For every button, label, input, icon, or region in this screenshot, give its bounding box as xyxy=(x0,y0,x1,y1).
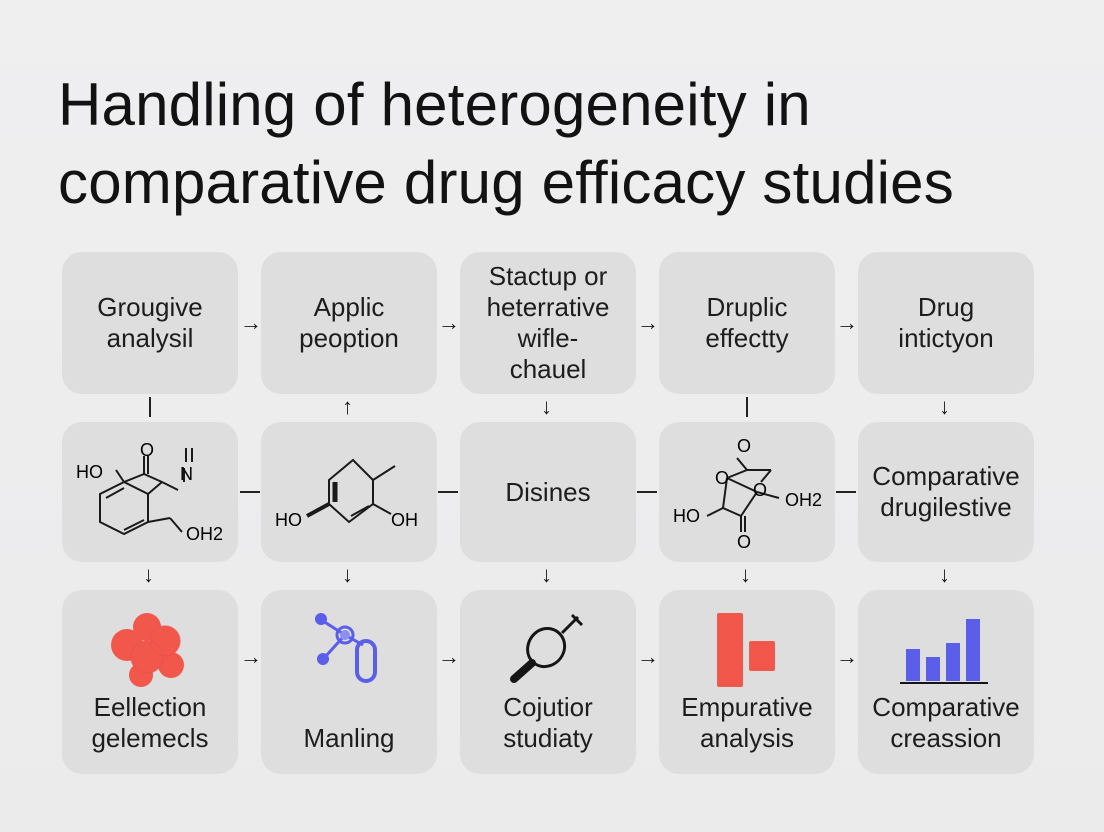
chem-label-ho: HO xyxy=(76,462,103,482)
chem-label-ho: HO xyxy=(275,510,302,530)
title-line-2: comparative drug efficacy studies xyxy=(58,149,954,216)
arrow-down-icon: ↓ xyxy=(740,562,751,587)
chem-label-ho: HO xyxy=(673,506,700,526)
arrow-down-icon: ↓ xyxy=(143,562,154,587)
chem-label-oh: OH xyxy=(391,510,418,530)
connector-line xyxy=(149,397,151,417)
arrow-right-icon: → xyxy=(637,310,659,335)
card-label: Disines xyxy=(505,476,591,507)
arrow-right-icon: → xyxy=(240,644,262,669)
arrow-up-icon: ↑ xyxy=(342,394,353,419)
connector-line xyxy=(240,491,260,493)
red-cell-cluster-icon xyxy=(62,602,238,698)
card-manling: Manling xyxy=(261,590,437,774)
page-title: Handling of heterogeneity in comparative… xyxy=(58,66,954,222)
red-bars-icon xyxy=(659,602,835,698)
arrow-down-icon: ↓ xyxy=(541,562,552,587)
molecule-node-icon xyxy=(261,602,437,698)
arrow-right-icon: → xyxy=(637,644,659,669)
bar-chart-icon xyxy=(858,602,1034,698)
arrow-down-icon: ↓ xyxy=(541,394,552,419)
magnifier-icon xyxy=(460,602,636,698)
chem-label-oh2: OH2 xyxy=(186,524,223,544)
card-disines: Disines xyxy=(460,422,636,562)
arrow-down-icon: ↓ xyxy=(342,562,353,587)
card-label: Manling xyxy=(303,723,395,753)
chem-label-o: O xyxy=(737,436,751,456)
connector-line xyxy=(438,491,458,493)
arrow-right-icon: → xyxy=(438,644,460,669)
card-chem-structure-1: O N HO OH2 xyxy=(62,422,238,562)
chem-label-oh2: OH2 xyxy=(785,490,822,510)
arrow-right-icon: → xyxy=(836,644,858,669)
arrow-down-icon: ↓ xyxy=(939,394,950,419)
chem-label-o: O xyxy=(715,468,729,488)
chem-label-o: O xyxy=(737,532,751,552)
card-chem-structure-2: HO OH xyxy=(261,422,437,562)
chem-label-o: O xyxy=(753,480,767,500)
title-line-1: Handling of heterogeneity in xyxy=(58,71,811,138)
connector-line xyxy=(836,491,856,493)
chemical-structure-icon: O N HO OH2 xyxy=(76,440,223,544)
chemical-structure-icon: HO OH xyxy=(275,458,418,530)
chemical-structure-icon: O O O OH2 HO O xyxy=(673,436,822,552)
arrow-right-icon: → xyxy=(240,310,262,335)
connector-line xyxy=(637,491,657,493)
chem-label-o: O xyxy=(140,440,154,460)
card-chem-structure-4: O O O OH2 HO O xyxy=(659,422,835,562)
connector-line xyxy=(746,397,748,417)
chem-label-n: N xyxy=(180,464,193,484)
arrow-down-icon: ↓ xyxy=(939,562,950,587)
arrow-right-icon: → xyxy=(836,310,858,335)
arrow-right-icon: → xyxy=(438,310,460,335)
